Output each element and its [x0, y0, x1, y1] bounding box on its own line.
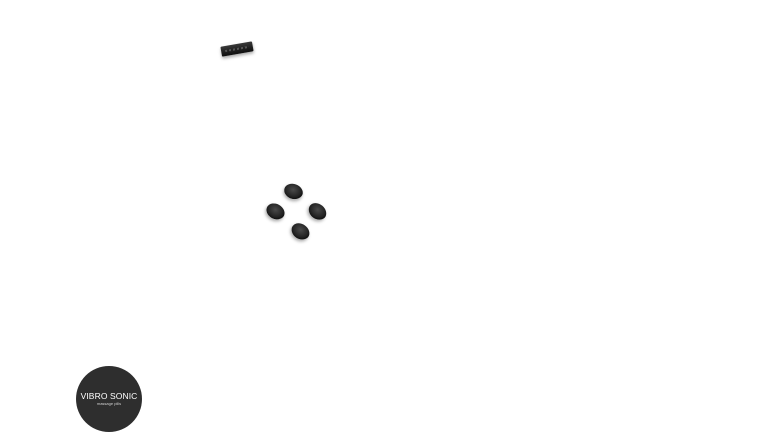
disc-cluster: [263, 181, 334, 246]
disc-object: [263, 200, 288, 223]
logo-tagline: massage pills: [96, 401, 122, 407]
disc-object: [282, 181, 305, 202]
disc-object: [288, 219, 313, 244]
brand-logo: VIBRO SONIC massage pills: [76, 366, 142, 432]
dark-strip-object: [220, 41, 254, 57]
logo-wordmark: VIBRO SONIC: [80, 390, 138, 401]
disc-object: [305, 199, 330, 224]
